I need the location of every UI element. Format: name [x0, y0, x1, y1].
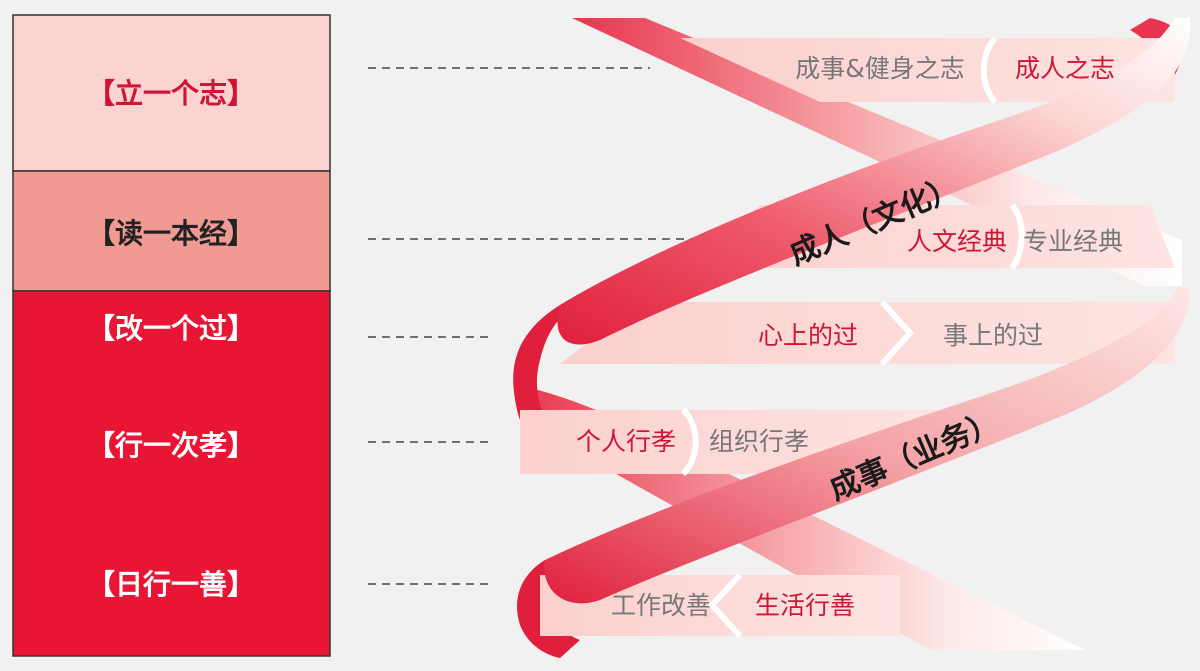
separator-2	[879, 299, 915, 367]
ribbon-front	[544, 18, 1191, 604]
row-3-a: 个人行孝	[576, 427, 676, 456]
ribbon-strand-lower-band	[544, 286, 1190, 604]
row-3-b: 组织行孝	[709, 427, 809, 456]
row-4-b: 生活行善	[755, 591, 855, 620]
ribbon-row-labels: 成事&健身之志 成人之志 人文经典 专业经典 心上的过 事上的过 个人行孝 组织…	[576, 54, 1123, 620]
row-2-b: 事上的过	[943, 321, 1043, 350]
row-0-a: 成事&健身之志	[795, 54, 965, 83]
block-label-3: 【行一次孝】	[87, 429, 255, 462]
separator-3	[680, 407, 699, 477]
row-2-a: 心上的过	[758, 321, 858, 350]
ribbon-strand-upper-band	[557, 18, 1191, 345]
block-jing	[12, 170, 331, 292]
row-0-b: 成人之志	[1015, 54, 1115, 83]
block-label-4: 【日行一善】	[87, 568, 255, 601]
block-label-1: 【读一本经】	[87, 217, 255, 250]
block-label-2: 【改一个过】	[87, 312, 255, 345]
leader-lines	[368, 67, 692, 585]
block-zhi	[12, 14, 331, 172]
row-band-2	[560, 302, 1175, 364]
separator-0	[980, 36, 998, 104]
block-red	[12, 290, 331, 657]
separator-1	[1009, 203, 1025, 270]
block-label-0: 【立一个志】	[87, 77, 255, 110]
row-4-a: 工作改善	[611, 591, 711, 620]
row-band-0	[680, 38, 1175, 102]
row-separators	[680, 36, 1025, 639]
row-band-4	[540, 575, 900, 636]
left-block-stack: 【立一个志】 【读一本经】 【改一个过】 【行一次孝】 【日行一善】	[12, 14, 331, 657]
row-1-b: 专业经典	[1023, 227, 1123, 256]
row-1-a: 人文经典	[907, 227, 1007, 256]
separator-4	[707, 572, 743, 639]
